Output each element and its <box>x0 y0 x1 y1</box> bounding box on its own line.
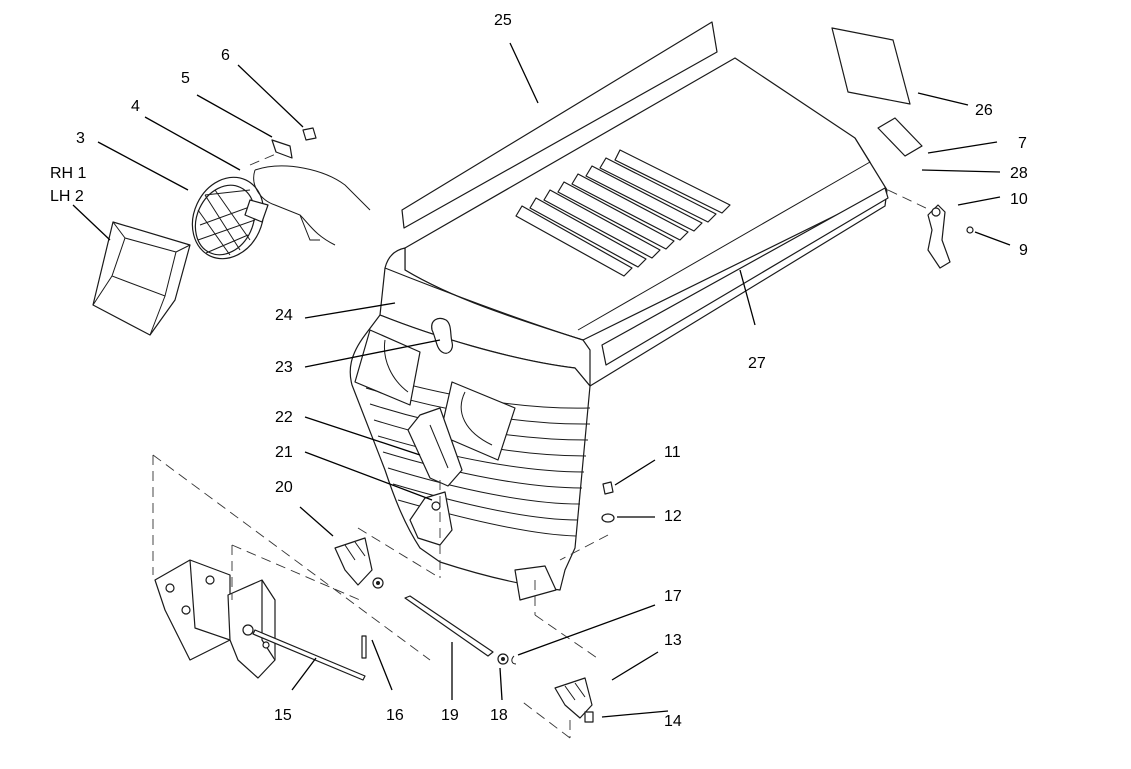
callout-25: 25 <box>494 12 512 29</box>
part-19-axle <box>404 595 494 657</box>
callout-23: 23 <box>275 359 293 376</box>
callout-21: 21 <box>275 444 293 461</box>
part-12-washer <box>601 513 615 523</box>
part-16-pin <box>361 635 367 659</box>
callout-1: RH 1 <box>50 165 87 182</box>
hood-assembly <box>349 57 889 601</box>
callout-27: 27 <box>748 355 766 372</box>
mount-bracket-left <box>152 454 431 679</box>
part-20-bracket <box>334 537 373 586</box>
callout-13: 13 <box>664 632 682 649</box>
part-14-bolt <box>584 711 594 723</box>
part-26-decal <box>831 27 911 105</box>
callout-12: 12 <box>664 508 682 525</box>
callout-5: 5 <box>181 70 190 87</box>
callout-26: 26 <box>975 102 993 119</box>
part-7-bumper <box>877 117 923 157</box>
callout-19: 19 <box>441 707 459 724</box>
callout-9: 9 <box>1019 242 1028 259</box>
callout-11: 11 <box>664 444 681 461</box>
callout-6: 6 <box>221 47 230 64</box>
callout-14: 14 <box>664 713 682 730</box>
part-1-2-headlight-bezel <box>92 221 191 336</box>
part-9-pin <box>966 226 974 234</box>
part-11-nut <box>602 481 614 495</box>
callout-labels: RH 1 LH 2 3 4 5 6 25 26 7 28 10 9 27 24 … <box>50 12 1028 730</box>
part-6-screw <box>302 127 317 141</box>
callout-28: 28 <box>1010 165 1028 182</box>
part-25-top-decal <box>401 21 718 229</box>
callout-2: LH 2 <box>50 188 84 205</box>
callout-10: 10 <box>1010 191 1028 208</box>
part-20-nut <box>372 577 384 589</box>
part-10-latch <box>887 189 951 269</box>
callout-22: 22 <box>275 409 293 426</box>
callout-24: 24 <box>275 307 293 324</box>
part-5-clip <box>271 139 293 159</box>
part-18-clip <box>497 653 517 665</box>
part-3-headlight <box>191 176 269 260</box>
hood-louvers <box>515 149 731 277</box>
part-23-emblem <box>431 317 453 354</box>
callout-20: 20 <box>275 479 293 496</box>
part-22-grille-insert <box>407 407 463 487</box>
callout-3: 3 <box>76 130 85 147</box>
leader-lines <box>72 42 1011 718</box>
callout-4: 4 <box>131 98 140 115</box>
part-27-side-decal <box>601 187 889 366</box>
callout-18: 18 <box>490 707 508 724</box>
part-4-headlight-bracket <box>249 147 371 246</box>
callout-15: 15 <box>274 707 292 724</box>
callout-17: 17 <box>664 588 682 605</box>
callout-16: 16 <box>386 707 404 724</box>
callout-7: 7 <box>1018 135 1027 152</box>
part-15-rod <box>252 629 366 681</box>
